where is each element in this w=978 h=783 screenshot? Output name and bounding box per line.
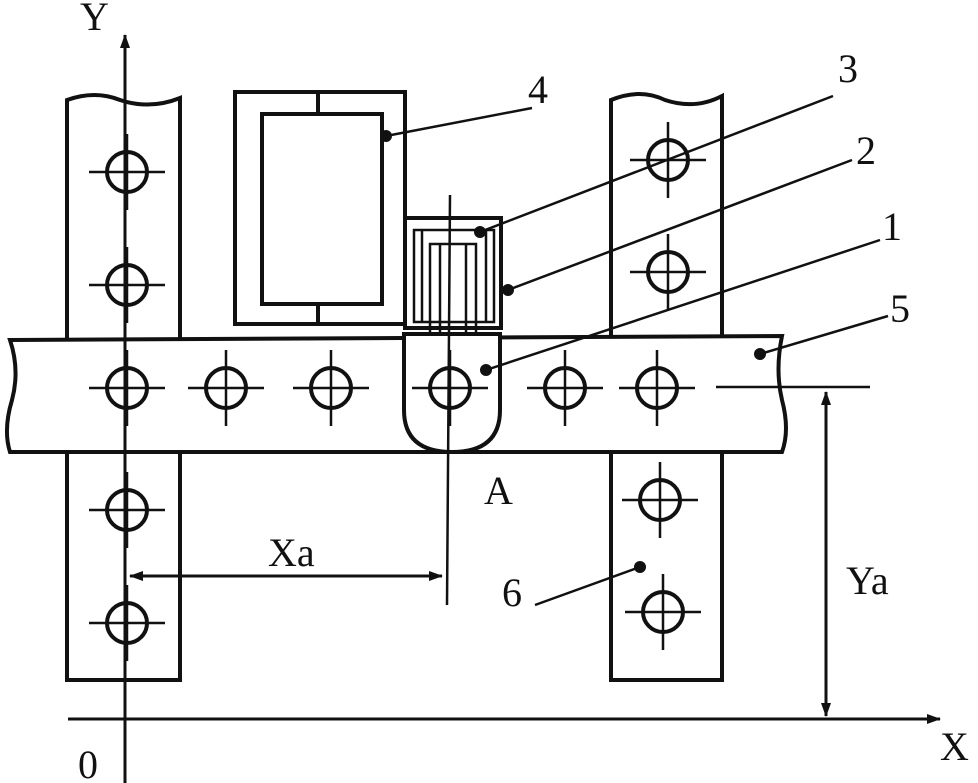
leader-6 [534, 565, 641, 607]
leader-3 [479, 94, 834, 234]
x-axis-label: X [940, 724, 969, 769]
callout-5: 5 [890, 286, 910, 331]
leader-5 [759, 314, 889, 356]
callout-3: 3 [838, 46, 858, 91]
leader-1 [485, 238, 881, 372]
horizontal-bar-part-5 [5, 333, 788, 454]
callout-1: 1 [882, 204, 902, 249]
callout-6: 6 [502, 570, 522, 615]
point-a-label: A [484, 468, 513, 513]
leader-lines [380, 94, 889, 607]
y-axis-label: Y [80, 0, 109, 39]
leader-2 [507, 158, 853, 292]
pin-centerline [445, 194, 452, 606]
ya-label: Ya [846, 558, 889, 603]
part-4-block [233, 90, 407, 326]
part-2-3-block [403, 216, 503, 336]
coordinate-axes [68, 34, 941, 783]
origin-label: 0 [78, 742, 98, 783]
xa-label: Xa [268, 530, 315, 575]
leader-4 [385, 106, 533, 138]
callout-2: 2 [856, 128, 876, 173]
callout-4: 4 [528, 67, 548, 112]
